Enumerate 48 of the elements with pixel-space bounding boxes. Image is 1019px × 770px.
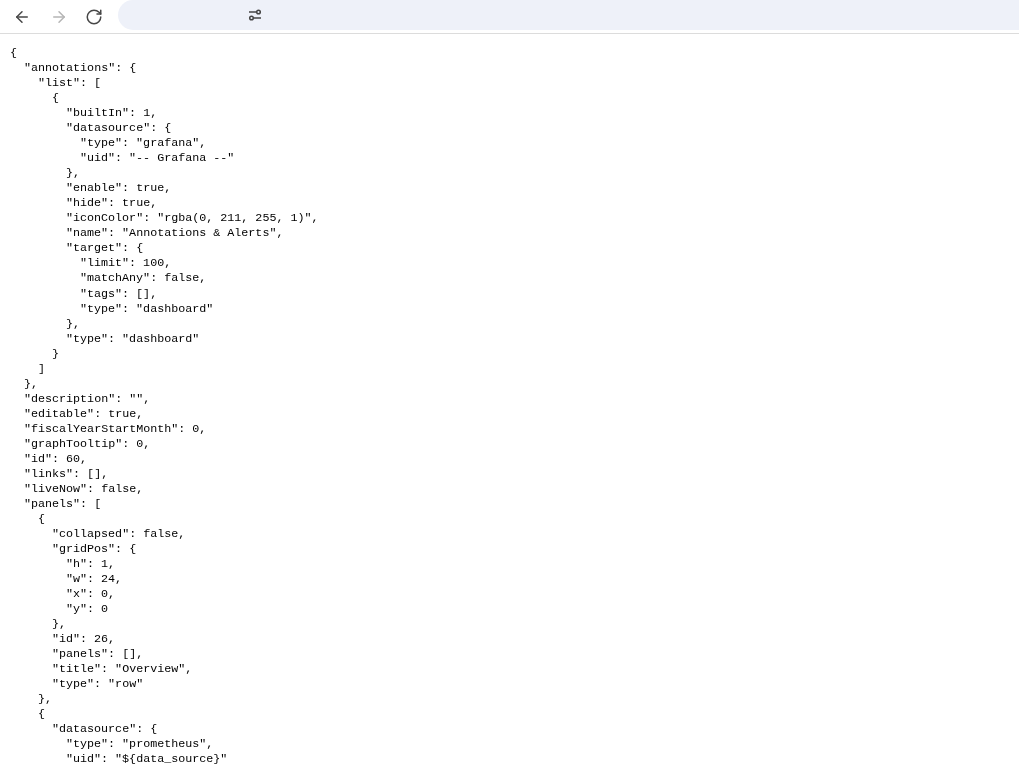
code-line: }, xyxy=(66,316,81,331)
code-line: { xyxy=(52,91,59,106)
code-line: { xyxy=(38,707,45,722)
code-line: "name": "Annotations & Alerts", xyxy=(66,226,284,241)
code-line: "target": { xyxy=(66,241,144,256)
code-line: "tags": [], xyxy=(80,286,158,301)
code-line: "collapsed": false, xyxy=(52,527,186,541)
code-line: "datasource": { xyxy=(52,722,158,737)
code-line: "fiscalYearStartMonth": 0, xyxy=(24,421,207,436)
code-line: "y": 0 xyxy=(66,602,109,617)
code-line: "iconColor": "rgba(0, 211, 255, 1)", xyxy=(66,211,319,226)
code-line: ] xyxy=(38,361,45,376)
code-line: "limit": 100, xyxy=(80,256,172,271)
code-line: "matchAny": false, xyxy=(80,271,207,286)
code-line: "uid": "${data_source}" xyxy=(66,752,228,767)
code-line: "uid": "-- Grafana --" xyxy=(80,151,235,166)
code-line: "editable": true, xyxy=(24,406,144,421)
code-line: "panels": [], xyxy=(52,647,144,662)
code-line: "description": "", xyxy=(24,391,151,406)
code-line: "annotations": { xyxy=(24,61,137,76)
code-line: "builtIn": 1, xyxy=(66,106,158,121)
code-line: "panels": [ xyxy=(24,496,102,511)
code-line: "enable": true, xyxy=(66,181,172,196)
code-line: }, xyxy=(38,692,53,707)
code-line: "type": "dashboard" xyxy=(80,301,214,316)
code-line: "type": "prometheus", xyxy=(66,737,214,752)
code-line: { xyxy=(38,511,45,526)
code-line: "x": 0, xyxy=(66,587,116,602)
code-line: "gridPos": { xyxy=(52,542,137,557)
code-line: "h": 1, xyxy=(66,557,116,572)
code-line: "graphTooltip": 0, xyxy=(24,436,151,451)
code-line: } xyxy=(52,346,59,361)
code-line: "id": 60, xyxy=(24,451,88,466)
code-line: "datasource": { xyxy=(66,121,172,136)
code-line: "id": 26, xyxy=(52,632,116,647)
code-line: }, xyxy=(24,376,39,391)
code-line: "list": [ xyxy=(38,76,102,91)
code-line: "links": [], xyxy=(24,466,109,481)
code-line: }, xyxy=(66,166,81,181)
code-line: "type": "dashboard" xyxy=(66,331,200,346)
code-line: "title": "Overview", xyxy=(52,662,193,677)
code-line: "w": 24, xyxy=(66,572,123,587)
code-line: { xyxy=(10,46,17,60)
code-line: "type": "grafana", xyxy=(80,136,207,151)
code-line: "hide": true, xyxy=(66,196,158,211)
code-line: "type": "row" xyxy=(52,677,144,692)
code-line: }, xyxy=(52,617,67,632)
code-line: "liveNow": false, xyxy=(24,481,144,496)
